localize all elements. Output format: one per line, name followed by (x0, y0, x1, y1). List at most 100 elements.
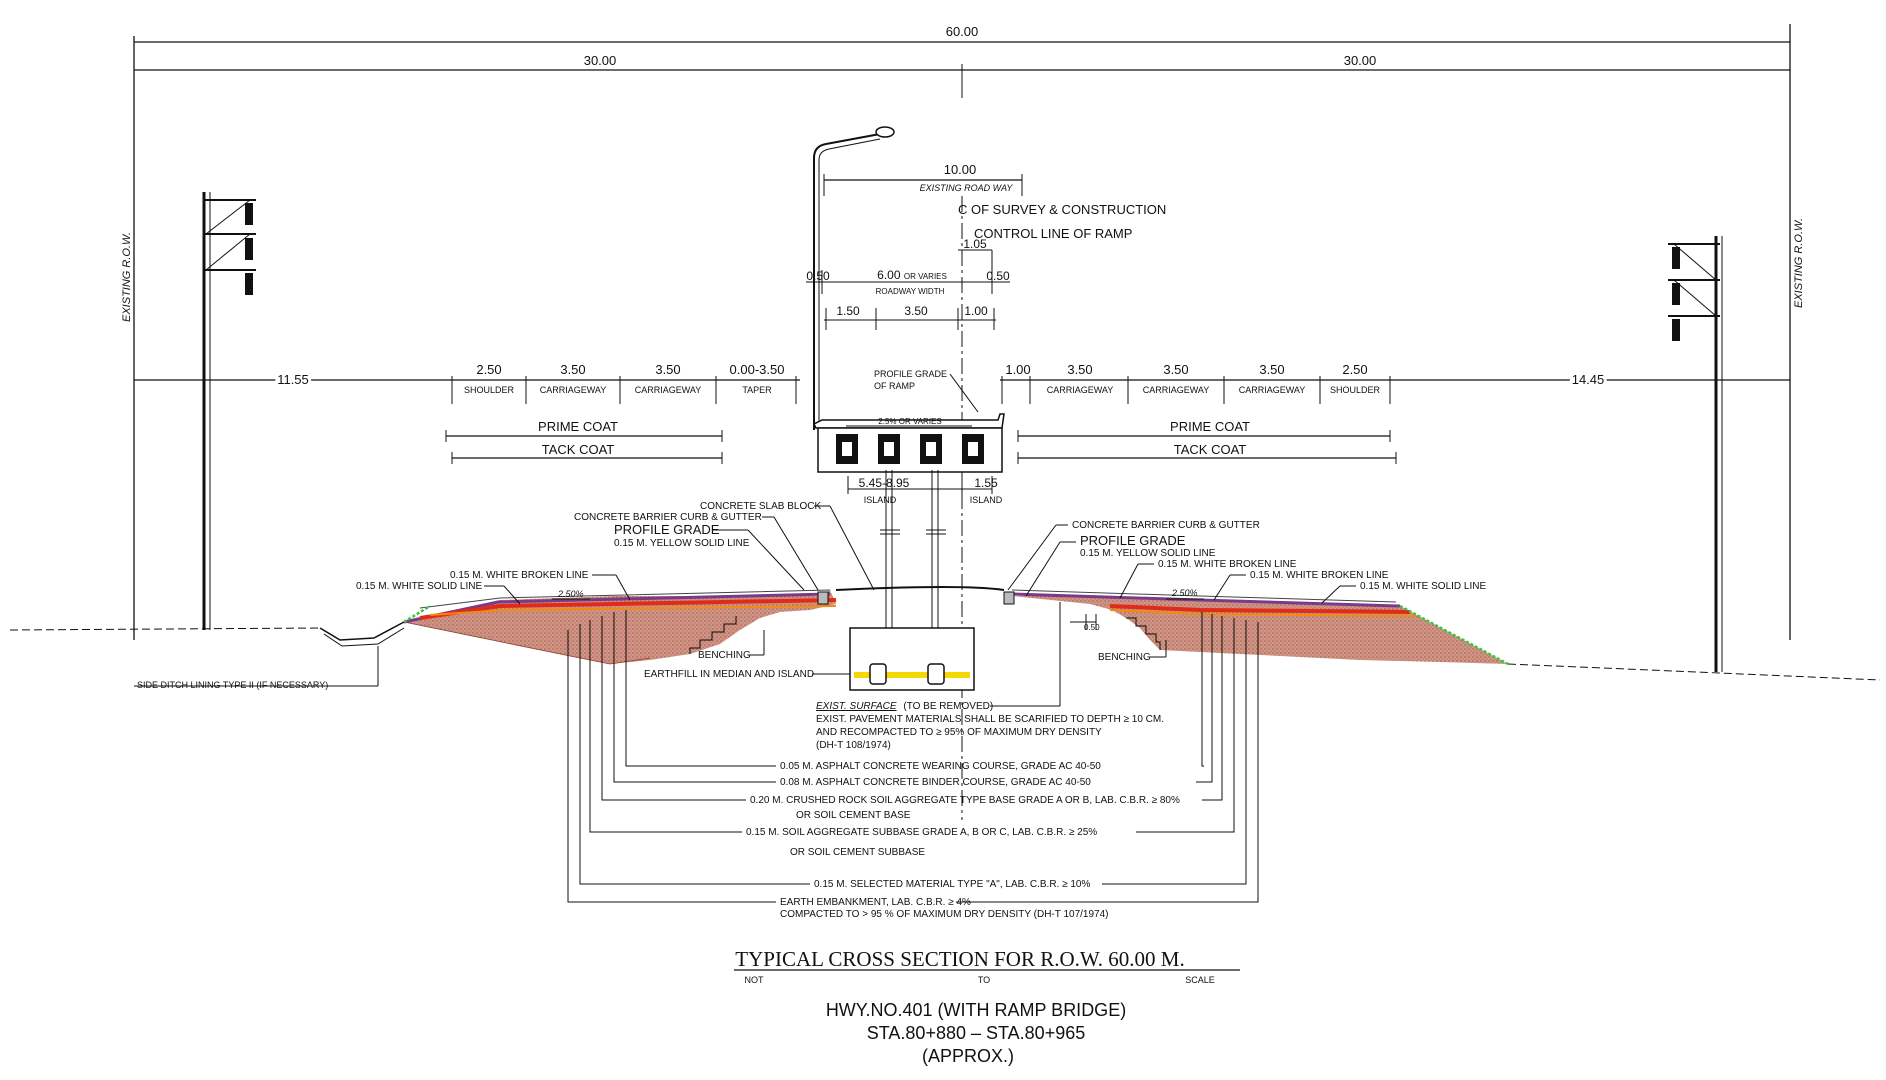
exist-surface-line3: AND RECOMPACTED TO ≥ 95% OF MAXIMUM DRY … (816, 727, 1102, 738)
ground-line (9, 627, 1881, 681)
utility-pole-left-icon (202, 192, 256, 630)
title-line2: STA.80+880 – STA.80+965 (867, 1023, 1086, 1043)
layer-subbase-alt: OR SOIL CEMENT SUBBASE (790, 847, 925, 858)
island-dimensions: 5.45-8.95 ISLAND 1.55 ISLAND (847, 476, 1003, 505)
title-not: NOT (745, 975, 765, 985)
prime-coat-right: PRIME COAT (1170, 419, 1250, 434)
island-label-right: ISLAND (970, 495, 1003, 505)
layer-embankment-compaction: COMPACTED TO > 95 % OF MAXIMUM DRY DENSI… (780, 909, 1109, 920)
dim-total: 60.00 (946, 24, 979, 39)
dim-100-right: 1.00 (1005, 362, 1030, 377)
profile-grade-left: PROFILE GRADE (614, 522, 720, 537)
existing-surface-note: EXIST. SURFACE (TO BE REMOVED) EXIST. PA… (816, 602, 1164, 751)
centerline-label-2: CONTROL LINE OF RAMP (974, 226, 1132, 241)
roadway-width-label: ROADWAY WIDTH (876, 287, 945, 296)
exist-surface-title: EXIST. SURFACE (816, 701, 897, 712)
yellow-line-left: 0.15 M. YELLOW SOLID LINE (614, 538, 750, 549)
lane-right-label: CARRIAGEWAY (1047, 385, 1114, 395)
dim-roadway-width: 6.00 (877, 268, 901, 282)
lane-left-label: CARRIAGEWAY (635, 385, 702, 395)
benching-right: BENCHING (1098, 652, 1151, 663)
coat-bars-right: PRIME COAT TACK COAT (1017, 419, 1397, 464)
drawing-title: TYPICAL CROSS SECTION FOR R.O.W. 60.00 M… (735, 947, 1184, 971)
bridge-slope: 2.5% OR VARIES (878, 417, 941, 426)
layer-base: 0.20 M. CRUSHED ROCK SOIL AGGREGATE TYPE… (750, 795, 1180, 806)
light-pole-icon (813, 126, 895, 430)
coat-bars-left: PRIME COAT TACK COAT (445, 419, 723, 464)
slope-right: 2.50% (1171, 588, 1198, 598)
prime-coat-left: PRIME COAT (538, 419, 618, 434)
tack-coat-right: TACK COAT (1174, 442, 1247, 457)
dim-existing-roadway: 10.00 (944, 162, 977, 177)
annotations-right: CONCRETE BARRIER CURB & GUTTER PROFILE G… (1007, 520, 1486, 663)
slope-left: 2.50% (557, 589, 584, 599)
dim-050-right: 0.50 (986, 269, 1010, 283)
lane-right-label: CARRIAGEWAY (1143, 385, 1210, 395)
dim-left-offset: 11.55 (277, 372, 309, 387)
centerline-label-1: C OF SURVEY & CONSTRUCTION (958, 202, 1166, 217)
profile-grade-ramp-1: PROFILE GRADE (874, 369, 947, 379)
white-solid-right: 0.15 M. WHITE SOLID LINE (1360, 581, 1486, 592)
row-label-right: EXISTING R.O.W. (1793, 218, 1805, 308)
existing-roadway-label: EXISTING ROAD WAY (920, 183, 1014, 193)
dim-island-left: 5.45-8.95 (859, 476, 910, 490)
overall-dimensions: 60.00 30.00 30.00 (133, 24, 1791, 640)
annotations-left: CONCRETE SLAB BLOCK CONCRETE BARRIER CUR… (356, 501, 875, 680)
layer-embankment: EARTH EMBANKMENT, LAB. C.B.R. ≥ 4% (780, 897, 971, 908)
utility-pole-right-icon (1668, 236, 1723, 672)
lane-right-value: 2.50 (1342, 362, 1367, 377)
exist-surface-suffix: (TO BE REMOVED) (903, 701, 993, 712)
dim-half-left: 30.00 (584, 53, 617, 68)
lanes-left: 2.50 SHOULDER 3.50 CARRIAGEWAY 3.50 CARR… (464, 362, 784, 395)
existing-roadway-dimension: 10.00 EXISTING ROAD WAY (823, 162, 1023, 196)
lane-left-value: 0.00-3.50 (730, 362, 785, 377)
dim-105: 1.05 (963, 237, 987, 251)
barrier-label-right: CONCRETE BARRIER CURB & GUTTER (1072, 520, 1260, 531)
lane-dimensions: 11.55 14.45 1.00 (134, 362, 1790, 404)
dim-island-right: 1.55 (974, 476, 998, 490)
layer-legend: 0.05 M. ASPHALT CONCRETE WEARING COURSE,… (746, 761, 1180, 920)
side-ditch (319, 621, 405, 641)
barrier-label-left: CONCRETE BARRIER CURB & GUTTER (574, 512, 762, 523)
lane-right-label: CARRIAGEWAY (1239, 385, 1306, 395)
side-ditch-label: SIDE DITCH LINING TYPE II (IF NECESSARY) (137, 680, 328, 690)
tack-coat-left: TACK COAT (542, 442, 615, 457)
dim-350-ramp: 3.50 (904, 304, 928, 318)
slab-block-label: CONCRETE SLAB BLOCK (700, 501, 821, 512)
title-scale: SCALE (1185, 975, 1215, 985)
dim-roadway-or-varies: OR VARIES (904, 272, 947, 281)
lanes-right: 3.50 CARRIAGEWAY 3.50 CARRIAGEWAY 3.50 C… (1047, 362, 1381, 395)
title-block: TYPICAL CROSS SECTION FOR R.O.W. 60.00 M… (734, 947, 1240, 1066)
yellow-line-right: 0.15 M. YELLOW SOLID LINE (1080, 548, 1216, 559)
title-line3: (APPROX.) (922, 1046, 1014, 1066)
layer-selected: 0.15 M. SELECTED MATERIAL TYPE "A", LAB.… (814, 879, 1090, 890)
lane-left-label: SHOULDER (464, 385, 515, 395)
title-line1: HWY.NO.401 (WITH RAMP BRIDGE) (826, 1000, 1126, 1020)
dim-half-right: 30.00 (1344, 53, 1377, 68)
white-solid-left: 0.15 M. WHITE SOLID LINE (356, 581, 482, 592)
title-to: TO (978, 975, 990, 985)
lane-left-value: 3.50 (560, 362, 585, 377)
exist-surface-line4: (DH-T 108/1974) (816, 740, 891, 751)
dim-100-ramp: 1.00 (964, 304, 988, 318)
row-label-left: EXISTING R.O.W. (121, 232, 133, 322)
dim-050-benching: 0.50 (1084, 623, 1100, 632)
layer-base-alt: OR SOIL CEMENT BASE (796, 810, 911, 821)
benching-left: BENCHING (698, 650, 751, 661)
svg-text:6.00 OR VARIES: 6.00 OR VARIES (877, 268, 947, 282)
dim-right-offset: 14.45 (1572, 372, 1605, 387)
layer-subbase: 0.15 M. SOIL AGGREGATE SUBBASE GRADE A, … (746, 827, 1097, 838)
lane-right-value: 3.50 (1163, 362, 1188, 377)
profile-grade-right: PROFILE GRADE (1080, 533, 1186, 548)
lane-right-label: SHOULDER (1330, 385, 1381, 395)
ramp-bridge: 2.5% OR VARIES PROFILE GRADE OF RAMP (812, 369, 1005, 473)
white-broken-left: 0.15 M. WHITE BROKEN LINE (450, 570, 589, 581)
lane-left-value: 3.50 (655, 362, 680, 377)
lane-right-value: 3.50 (1067, 362, 1092, 377)
lane-right-value: 3.50 (1259, 362, 1284, 377)
earthfill-label: EARTHFILL IN MEDIAN AND ISLAND (644, 669, 814, 680)
lane-left-value: 2.50 (476, 362, 501, 377)
embankment (403, 586, 1509, 666)
bridge-piers (849, 470, 975, 691)
